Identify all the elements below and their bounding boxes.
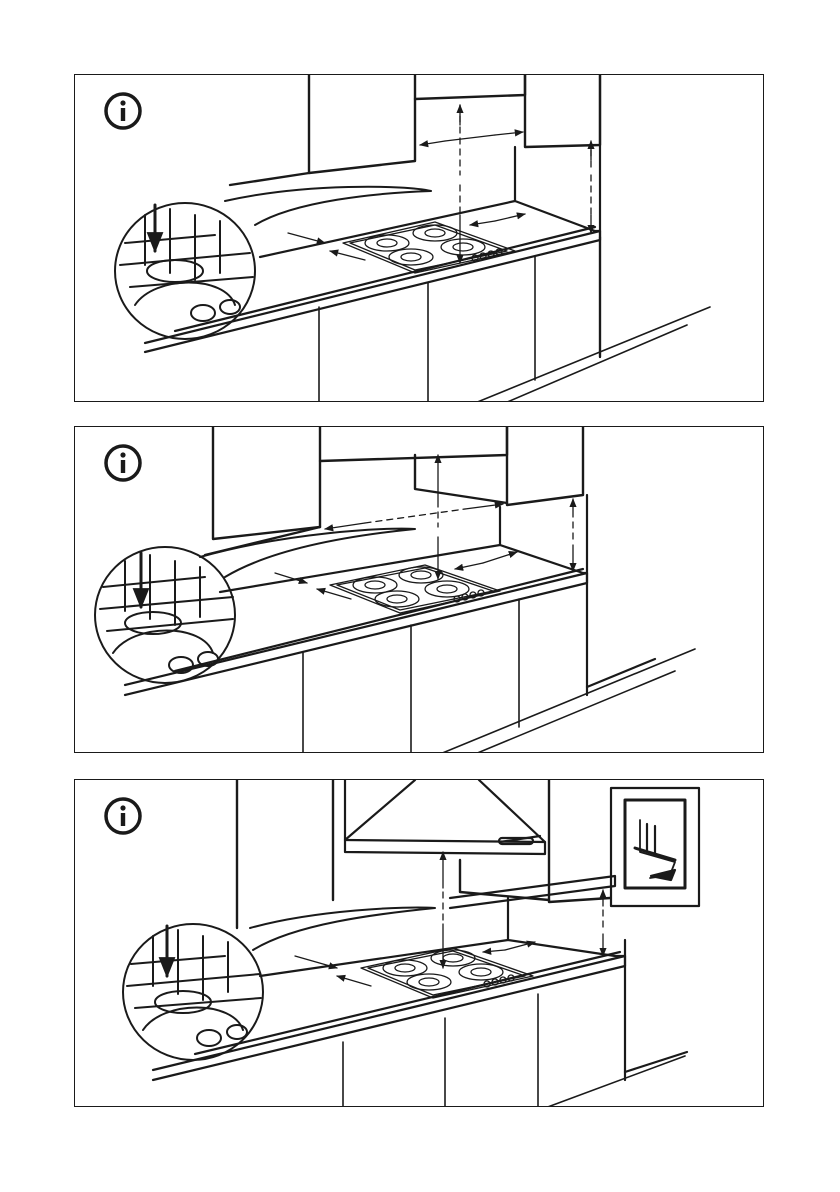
hob xyxy=(343,222,515,273)
hob xyxy=(361,948,533,998)
detail-callout xyxy=(123,908,435,1060)
kitchen-drawing-1 xyxy=(75,75,764,402)
hood-detail-inset xyxy=(450,788,699,908)
diagram-panel-1 xyxy=(74,74,764,402)
base-cabinets xyxy=(319,257,710,402)
wall-cabinets xyxy=(205,427,583,555)
kitchen-drawing-3 xyxy=(75,780,764,1107)
detail-callout xyxy=(115,187,431,339)
cooker-hood xyxy=(345,780,545,854)
diagram-panel-2 xyxy=(74,426,764,753)
hob xyxy=(330,565,500,613)
kitchen-drawing-2 xyxy=(75,427,764,753)
wall-cabinets xyxy=(237,780,610,928)
wall-cabinets xyxy=(230,75,600,185)
worktop xyxy=(145,75,600,357)
base-cabinets xyxy=(303,599,695,753)
detail-callout xyxy=(95,529,415,683)
diagram-panel-3 xyxy=(74,779,764,1107)
